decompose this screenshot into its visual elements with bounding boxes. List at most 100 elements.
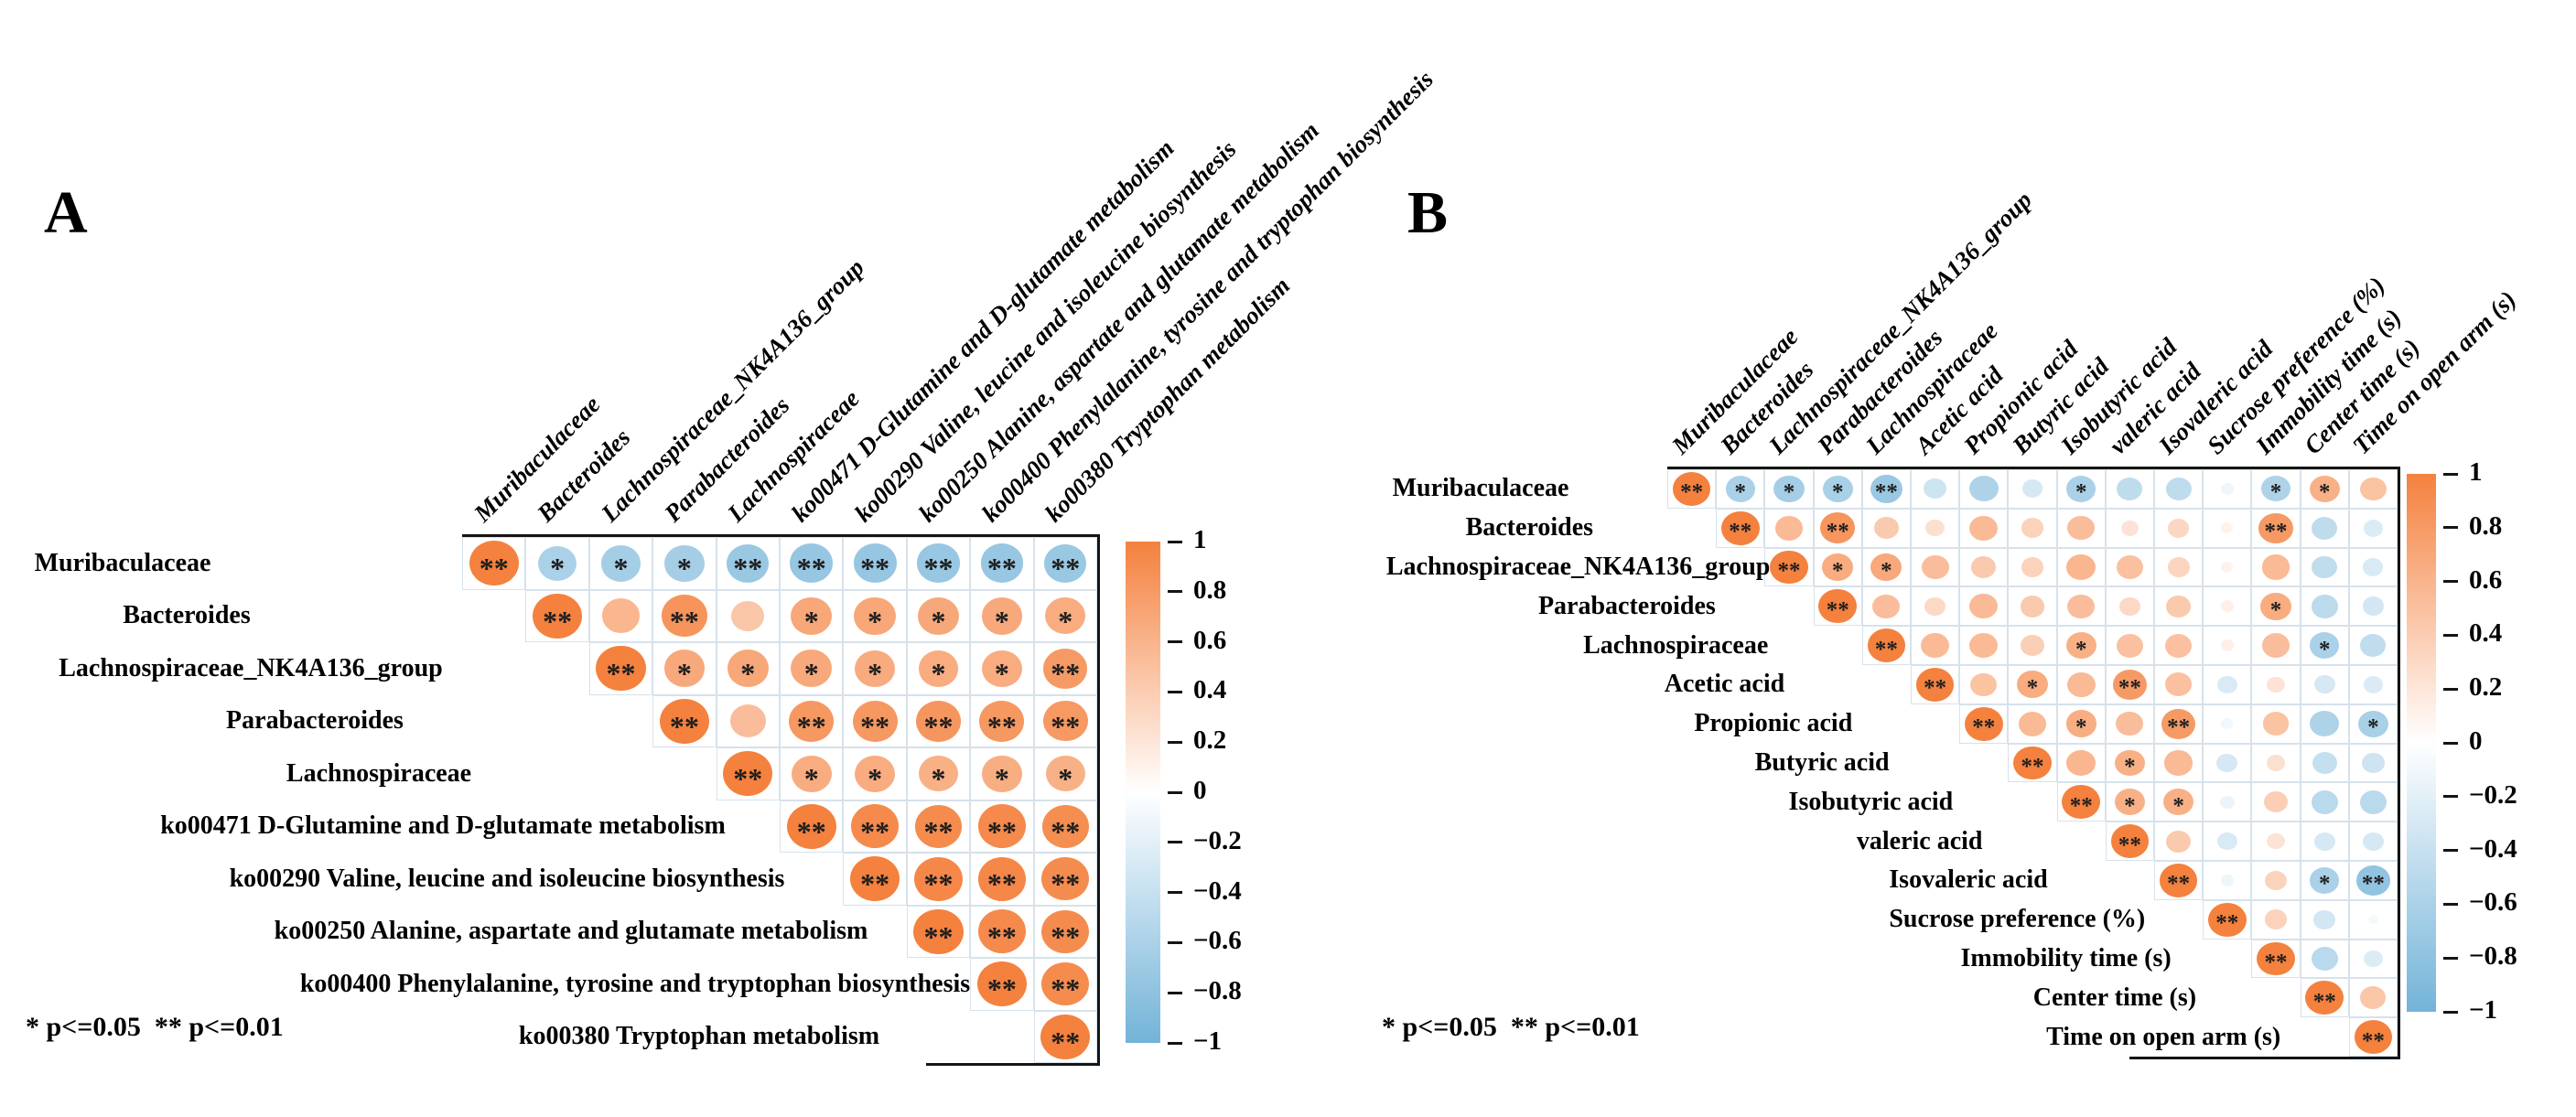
row-label: valeric acid [1856, 826, 1983, 855]
matrix-cell [2251, 743, 2301, 783]
colorbar-tick [2443, 633, 2458, 637]
matrix-cell [906, 800, 971, 853]
matrix-cell [1764, 547, 1814, 587]
correlation-circle [1822, 475, 1853, 502]
matrix-cell [843, 747, 907, 800]
matrix-cell [970, 958, 1034, 1011]
significance-stars: ** [860, 867, 890, 901]
matrix-cell [1959, 626, 2009, 665]
matrix-cell [843, 642, 907, 695]
correlation-circle [664, 544, 705, 582]
correlation-circle [2216, 753, 2238, 773]
matrix-cell [970, 853, 1034, 906]
matrix-cell [1033, 589, 1097, 642]
significance-stars: ** [986, 709, 1017, 743]
correlation-circle [2164, 633, 2193, 658]
correlation-circle [661, 595, 707, 638]
matrix-cell [1033, 1010, 1097, 1063]
colorbar-tick [2443, 526, 2458, 530]
significance-stars: * [2318, 871, 2331, 897]
correlation-circle [2264, 909, 2288, 930]
matrix-cell [843, 800, 907, 853]
colorbar-tick-label: −0.4 [2469, 833, 2517, 864]
correlation-circle [2367, 914, 2379, 925]
matrix-cell [2300, 743, 2349, 783]
correlation-circle [914, 856, 963, 901]
significance-stars: ** [1051, 1025, 1081, 1058]
matrix-cell [1033, 747, 1097, 800]
correlation-circle [2313, 909, 2335, 929]
correlation-circle [1873, 517, 1899, 540]
row-label: Muribaculaceae [34, 548, 211, 577]
colorbar-tick [2443, 849, 2458, 853]
significance-stars: ** [2021, 754, 2044, 779]
correlation-circle [789, 700, 835, 742]
correlation-circle [1970, 672, 1998, 697]
significance-stars: ** [1972, 714, 1996, 740]
correlation-circle [1045, 756, 1085, 792]
matrix-cell [2056, 626, 2106, 665]
significance-stars: ** [2361, 1028, 2385, 1054]
colorbar-tick-label: 0.2 [1193, 725, 1227, 756]
correlation-circle [915, 700, 962, 742]
correlation-circle [2116, 633, 2144, 658]
correlation-circle [2164, 672, 2193, 697]
matrix-cell [906, 747, 971, 800]
correlation-circle [2359, 789, 2387, 814]
matrix-cell [2300, 586, 2349, 627]
correlation-circle [723, 751, 773, 797]
correlation-circle [852, 700, 898, 742]
significance-stars: ** [1874, 479, 1898, 505]
correlation-circle [2018, 711, 2047, 736]
correlation-circle [2067, 515, 2096, 541]
significance-stars: * [613, 552, 629, 585]
matrix-cell [2105, 626, 2154, 665]
matrix-cell [906, 589, 971, 642]
matrix-cell [1033, 853, 1097, 906]
correlation-circle [919, 756, 958, 792]
matrix-cell [843, 589, 907, 642]
matrix-cell [2251, 469, 2301, 509]
matrix-cell [2251, 586, 2301, 627]
correlation-circle [2310, 711, 2339, 737]
correlation-circle [2110, 824, 2150, 858]
significance-stars: * [1058, 762, 1073, 796]
matrix-cell [652, 537, 717, 590]
colorbar-tick [2443, 956, 2458, 960]
matrix-cell [843, 853, 907, 906]
matrix-cell [2203, 822, 2252, 861]
significance-stars: ** [2167, 871, 2191, 897]
correlation-circle [2065, 632, 2096, 660]
correlation-circle [2013, 746, 2052, 780]
correlation-circle [977, 856, 1027, 901]
matrix-border-bottom [925, 1063, 1100, 1066]
correlation-circle [977, 804, 1026, 849]
matrix-cell [780, 537, 844, 590]
correlation-circle [600, 544, 641, 582]
row-label: Sucrose preference (%) [1889, 905, 2146, 934]
colorbar-tick [2443, 1010, 2458, 1014]
row-label: Lachnospiraceae [1583, 630, 1769, 660]
matrix-border-top [462, 534, 1100, 537]
matrix-cell [2154, 508, 2204, 548]
matrix-cell [2348, 508, 2398, 548]
matrix-cell [1716, 508, 1765, 548]
significance-stars: ** [923, 867, 954, 901]
matrix-cell [2251, 508, 2301, 548]
correlation-circle [2264, 870, 2288, 891]
correlation-circle [2354, 1020, 2393, 1054]
matrix-cell [2348, 822, 2398, 861]
row-label: Lachnospiraceae [286, 758, 472, 788]
matrix-cell [2300, 547, 2349, 587]
correlation-circle [791, 650, 832, 688]
correlation-circle [533, 593, 583, 639]
column-label: ko00400 Phenylalanine, tyrosine and tryp… [975, 65, 1439, 528]
matrix-cell [2105, 782, 2154, 822]
correlation-circle [601, 598, 641, 634]
correlation-circle [2261, 554, 2290, 580]
significance-stars: * [2269, 597, 2282, 623]
significance-stars: * [1831, 479, 1844, 505]
correlation-circle [1872, 594, 1901, 619]
correlation-circle [1870, 553, 1902, 582]
correlation-circle [2364, 950, 2383, 968]
